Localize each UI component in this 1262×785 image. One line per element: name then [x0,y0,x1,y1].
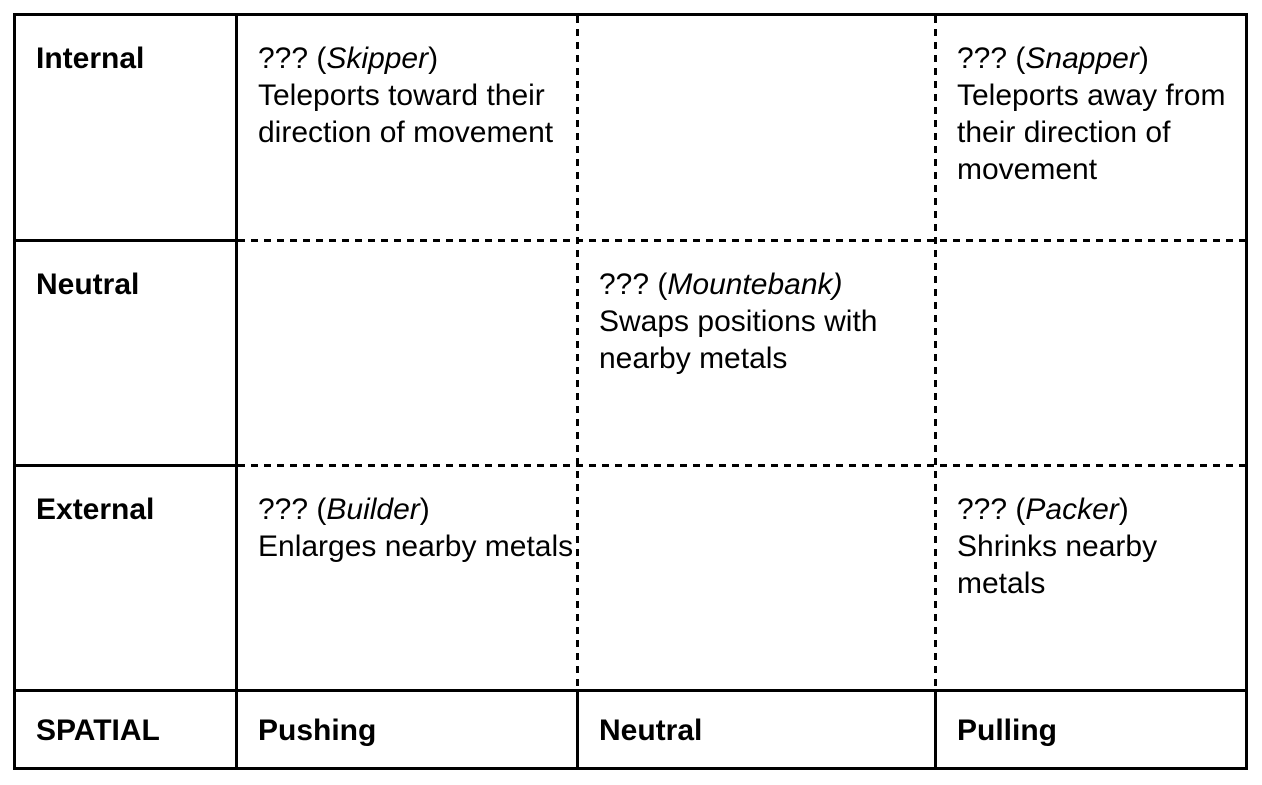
ability-prefix: ??? ( [957,42,1026,75]
ability-suffix: ) [419,493,430,526]
row-label-neutral: Neutral [36,268,140,301]
divider-col-1 [235,16,238,767]
column-header-pushing: Pushing [258,714,377,747]
ability-description: Swaps positions with nearby metals [599,305,878,375]
ability-name-skipper: Skipper [326,42,429,75]
ability-suffix: ) [1138,42,1149,75]
divider-footer [16,689,1245,692]
divider-row-1 [238,239,1245,242]
ability-prefix: ??? ( [599,268,668,301]
cell-neutral-neutral: ??? (Mountebank) Swaps positions with ne… [579,242,934,464]
ability-suffix: ) [1118,493,1129,526]
row-label-external: External [36,493,155,526]
ability-name-mountebank: Mountebank) [667,268,843,301]
ability-description: Shrinks nearby metals [957,530,1158,600]
spatial-table: Internal ??? (Skipper) Teleports toward … [13,13,1248,770]
column-header-neutral: Neutral [599,714,703,747]
divider-row-2 [238,464,1245,467]
divider-col-3 [934,16,937,691]
ability-description: Teleports toward their direction of move… [258,79,554,149]
row-label-internal: Internal [36,42,145,75]
ability-name-builder: Builder [326,493,420,526]
divider-col-3-footer [934,691,937,767]
cell-internal-pulling: ??? (Snapper) Teleports away from their … [937,16,1245,239]
ability-description: Teleports away from their direction of m… [957,79,1226,186]
ability-name-packer: Packer [1025,493,1119,526]
divider-row-1-label [16,239,238,242]
ability-name-snapper: Snapper [1025,42,1139,75]
ability-prefix: ??? ( [258,493,327,526]
cell-external-pulling: ??? (Packer) Shrinks nearby metals [937,467,1245,689]
divider-col-2 [576,16,579,691]
ability-suffix: ) [428,42,439,75]
divider-row-2-label [16,464,238,467]
footer-corner-spatial: SPATIAL [36,714,160,747]
cell-external-pushing: ??? (Builder) Enlarges nearby metals [238,467,576,689]
ability-description: Enlarges nearby metals [258,530,574,563]
cell-internal-pushing: ??? (Skipper) Teleports toward their dir… [238,16,576,239]
ability-prefix: ??? ( [957,493,1026,526]
ability-prefix: ??? ( [258,42,327,75]
column-header-pulling: Pulling [957,714,1057,747]
divider-col-2-footer [576,691,579,767]
